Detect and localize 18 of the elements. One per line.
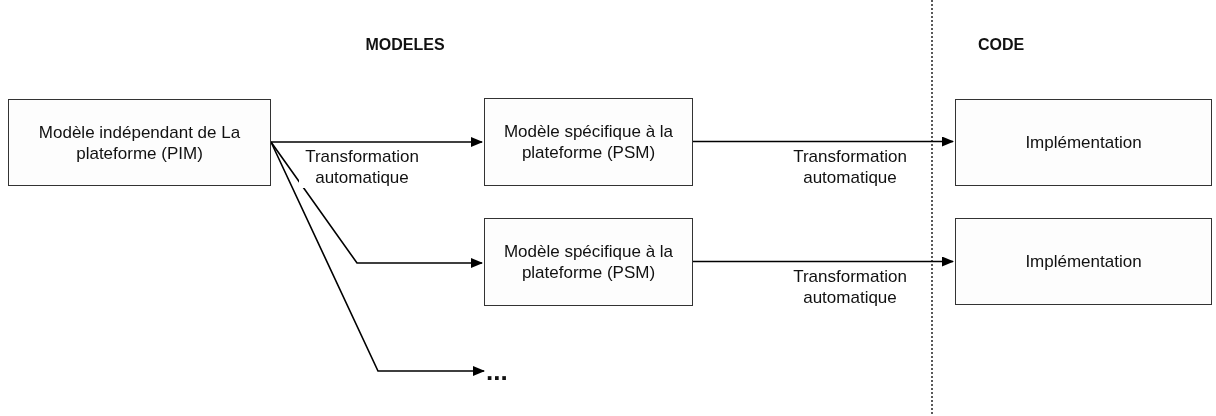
section-heading: CODE: [977, 36, 1025, 54]
process-box: [955, 99, 1212, 186]
arrow: [692, 136, 954, 147]
process-box: [484, 218, 693, 306]
process-box: [8, 99, 271, 186]
ellipsis-text: ...: [486, 360, 532, 382]
process-box: [955, 218, 1212, 305]
arrow: [270, 141, 485, 376]
section-heading: MODELES: [365, 36, 445, 54]
box-text: Modèle spécifique à la plateforme (PSM): [502, 241, 675, 283]
box-text: Implémentation: [1025, 132, 1142, 153]
box-text: Modèle indépendant de La plateforme (PIM): [37, 121, 242, 164]
arrow: [692, 256, 954, 267]
box-text: Implémentation: [1025, 251, 1142, 272]
arrow: [270, 137, 483, 147]
arrow: [270, 141, 483, 268]
box-text: Modèle spécifique à la plateforme (PSM): [502, 121, 675, 163]
process-box: [484, 98, 693, 186]
